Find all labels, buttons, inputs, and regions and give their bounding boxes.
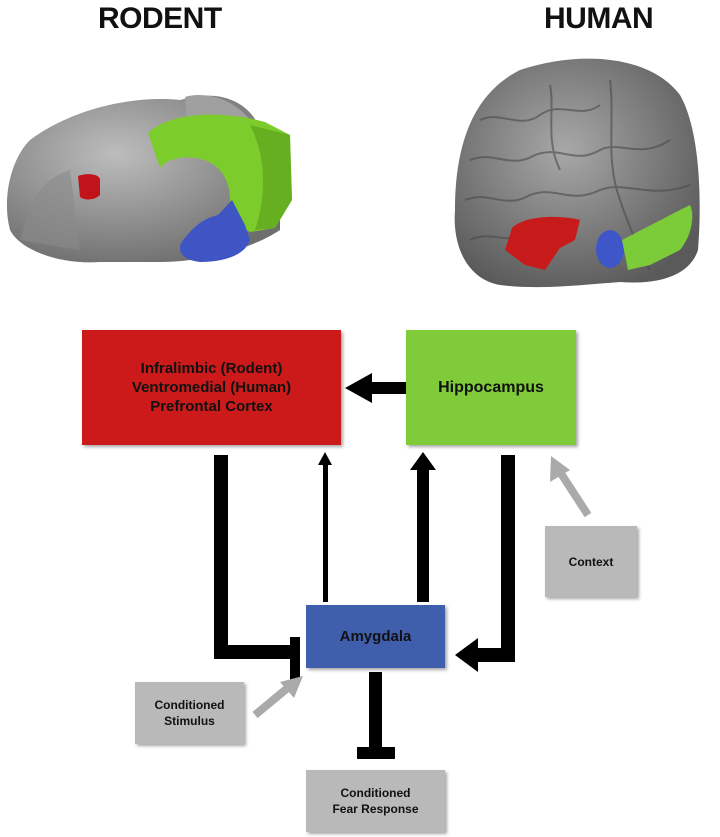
- rodent-amygdala-region: [180, 200, 250, 262]
- human-hippocampus-region: [622, 205, 693, 270]
- rodent-hippocampus-region: [148, 114, 292, 232]
- amygdala-to-hippocampus-arrow: [410, 452, 436, 602]
- rodent-pfc-region: [78, 174, 100, 200]
- hippocampus-label: Hippocampus: [438, 378, 544, 396]
- amygdala-to-pfc-thin-arrow: [318, 452, 332, 602]
- stimulus-label-line-1: Conditioned: [154, 698, 225, 712]
- fear-label-line-1: Conditioned: [340, 786, 411, 800]
- context-to-hippocampus-arrow: [550, 456, 592, 518]
- context-node: Context: [545, 526, 637, 597]
- pfc-label-line-1: Infralimbic (Rodent): [140, 360, 283, 377]
- pfc-inhibits-amygdala-arrow: [214, 455, 300, 680]
- pfc-node: Infralimbic (Rodent) Ventromedial (Human…: [82, 330, 341, 445]
- pfc-label-line-2: Ventromedial (Human): [131, 379, 292, 396]
- human-pfc-region: [505, 216, 580, 270]
- fear-label-line-2: Fear Response: [332, 802, 419, 816]
- pfc-label-line-3: Prefrontal Cortex: [150, 398, 273, 415]
- fear-response-node: Conditioned Fear Response: [306, 770, 445, 832]
- hippocampus-to-amygdala-arrow: [455, 455, 515, 672]
- conditioned-stimulus-node: Conditioned Stimulus: [135, 682, 244, 744]
- amygdala-label: Amygdala: [339, 628, 412, 645]
- stimulus-to-amygdala-arrow: [252, 676, 303, 719]
- human-amygdala-region: [596, 230, 624, 268]
- human-title: HUMAN: [544, 2, 654, 35]
- context-label: Context: [568, 554, 614, 569]
- stimulus-label-line-2: Stimulus: [164, 714, 215, 728]
- hippocampus-node: Hippocampus: [406, 330, 576, 445]
- rodent-title: RODENT: [98, 2, 222, 35]
- hippocampus-to-pfc-arrow: [345, 373, 406, 403]
- amygdala-inhibits-fear-arrow: [357, 672, 395, 759]
- human-brain-image: [454, 58, 700, 288]
- rodent-brain-image: [6, 94, 292, 263]
- amygdala-node: Amygdala: [306, 605, 445, 668]
